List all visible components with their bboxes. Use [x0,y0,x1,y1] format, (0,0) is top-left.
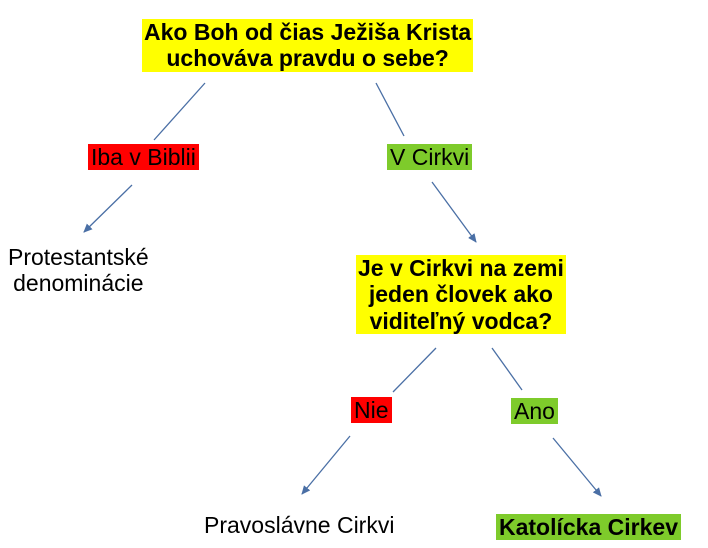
question-2-line-1: Je v Cirkvi na zemi [358,255,564,281]
edge-bible-protestant [83,184,133,233]
edge-q2-yes [491,347,523,391]
answer-yes: Ano [511,398,558,425]
edge-church-q2 [431,181,477,243]
question-1-line-1: Ako Boh od čias Ježiša Krista [144,19,472,45]
answer-bible: Iba v Biblii [88,144,199,171]
result-protestant-line-2: denominácie [13,270,144,297]
edge-q1-church [375,82,405,137]
question-1-line-2: uchováva pravdu o sebe? [166,45,449,72]
edge-no-orthodox [301,435,351,495]
answer-church: V Cirkvi [387,144,473,171]
result-orthodox: Pravoslávne Cirkvi [204,512,395,538]
result-protestant: Protestantské denominácie [8,244,149,297]
edge-q1-bible [153,82,206,141]
result-protestant-line-1: Protestantské [8,244,149,270]
answer-no: Nie [351,397,392,424]
question-2-line-2: jeden človek ako [368,281,553,308]
question-2: Je v Cirkvi na zemi jeden človek ako vid… [356,255,566,335]
edge-q2-no [392,347,437,393]
edge-yes-catholic [552,437,602,497]
question-2-line-3: viditeľný vodca? [369,307,553,334]
result-catholic: Katolícka Cirkev [496,514,681,541]
question-1: Ako Boh od čias Ježiša Krista uchováva p… [142,19,474,72]
